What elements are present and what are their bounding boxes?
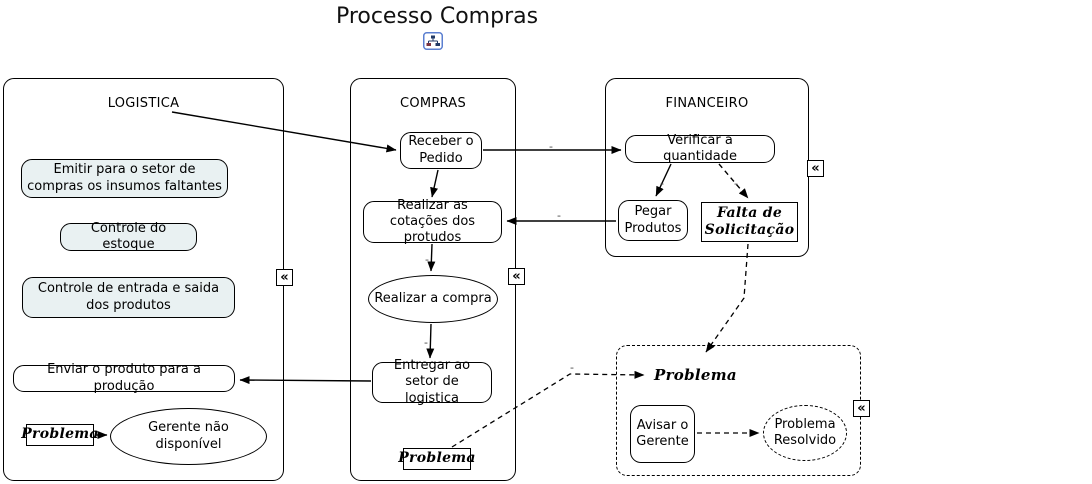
lane-compras-label[interactable]: COMPRAS [399,96,467,111]
node-verificar-quantidade[interactable]: Verificar a quantidade [625,133,775,164]
node-enviar-producao[interactable]: Enviar o produto para a produção [13,362,235,394]
node-problema-resolvido[interactable]: Problema Resolvido [763,405,847,461]
node-controle-entrada-saida[interactable]: Controle de entrada e saida dos produtos [22,277,235,318]
collapse-icon-financeiro[interactable]: « [807,160,824,177]
node-problema-compras[interactable]: Problema [398,448,475,470]
node-gerente-nao-disponivel[interactable]: Gerente não disponível [110,408,267,465]
diagram-title: Processo Compras [335,4,539,29]
node-emitir-insumos[interactable]: Emitir para o setor de compras os insumo… [21,159,228,198]
node-controle-estoque[interactable]: Controle do estoque [60,221,197,252]
node-problema-logistica[interactable]: Problema [21,424,98,446]
node-realizar-compra[interactable]: Realizar a compra [368,275,498,323]
collapse-icon-problem-group[interactable]: « [853,400,870,417]
link-label-problema-compras: - [570,361,574,374]
node-problema-main[interactable]: Problema [654,366,737,384]
link-label-pegar-cotacoes: - [557,209,561,222]
collapse-icon-logistica[interactable]: « [276,269,293,286]
lane-logistica-label[interactable]: LOGISTICA [107,96,180,111]
node-receber-pedido[interactable]: Receber o Pedido [400,132,482,169]
node-falta-solicitacao[interactable]: Falta de Solicitação [701,202,798,242]
node-entregar-logistica[interactable]: Entregar ao setor de logistica [372,358,492,406]
node-pegar-produtos[interactable]: Pegar Produtos [618,200,688,241]
concept-map-icon-glyph [423,32,443,50]
concept-map-icon[interactable] [423,32,443,50]
collapse-icon-compras[interactable]: « [508,268,525,285]
link-label-receber-verificar: - [549,140,553,153]
node-avisar-gerente[interactable]: Avisar o Gerente [630,405,695,463]
lane-financeiro-label[interactable]: FINANCEIRO [665,96,749,111]
node-realizar-cotacoes[interactable]: Realizar as cotações dos protudos [363,198,502,245]
link-falta-problema [705,243,749,353]
